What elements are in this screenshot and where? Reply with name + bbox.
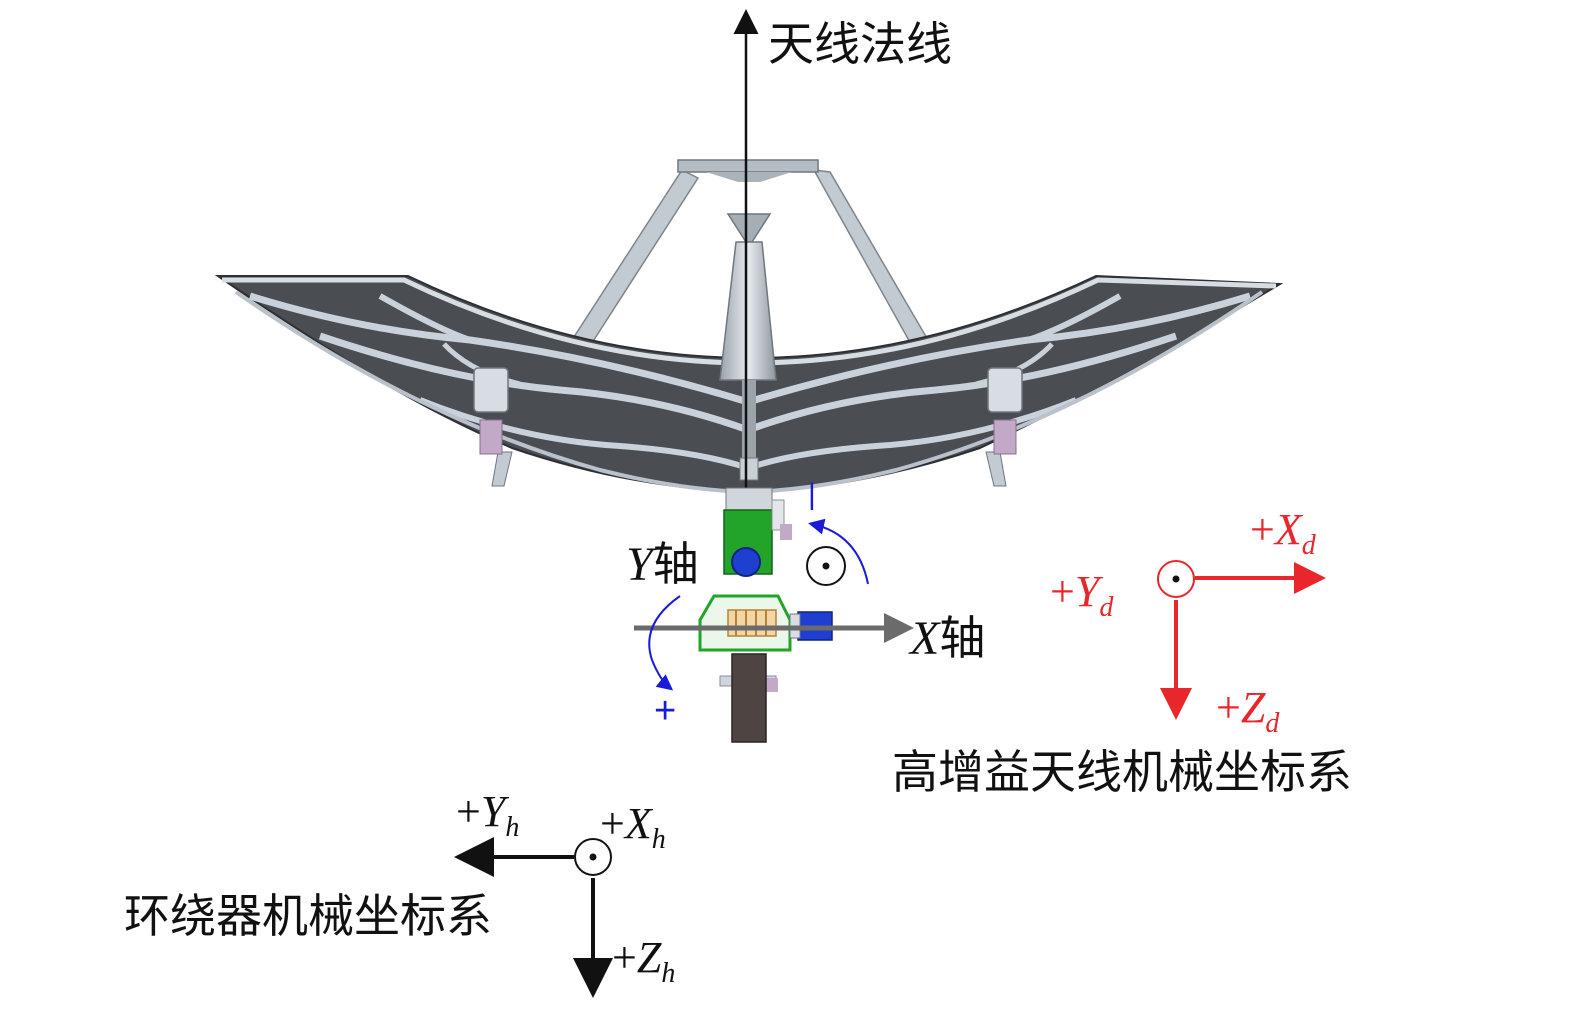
hga-y-var: Y xyxy=(1074,567,1100,616)
y-rotation-arrow xyxy=(808,518,869,585)
tripod-struts xyxy=(570,159,930,347)
hga-z-sign: + xyxy=(1216,683,1241,732)
hga-y-sign: + xyxy=(1050,567,1075,616)
y-axis-out-of-page-symbol xyxy=(806,546,846,586)
x-rotation-arrow xyxy=(648,595,681,691)
orbiter-y-sign: + xyxy=(456,787,481,836)
antenna-structure xyxy=(214,159,1284,495)
orbiter-coordinate-frame xyxy=(454,837,613,998)
negative-rotation-sign: | xyxy=(808,478,816,511)
hga-coordinate-frame xyxy=(1157,560,1326,720)
orbiter-x-label: +Xh xyxy=(600,798,666,856)
orbiter-y-label: +Yh xyxy=(456,786,519,844)
orbiter-x-var: X xyxy=(624,799,652,848)
mounting-boom xyxy=(731,653,767,743)
hga-x-sign: + xyxy=(1250,505,1275,554)
hga-x-sub: d xyxy=(1301,530,1316,561)
y-axis-var: Y xyxy=(626,538,653,591)
y-axis-suffix: 轴 xyxy=(652,537,699,591)
hga-y-sub: d xyxy=(1099,592,1114,623)
orbiter-y-var: Y xyxy=(480,787,506,836)
hga-frame-title: 高增益天线机械坐标系 xyxy=(892,745,1352,799)
orbiter-x-sub: h xyxy=(651,824,666,855)
x-axis-var: X xyxy=(910,612,940,665)
hga-z-sub: d xyxy=(1265,708,1280,739)
hga-z-var: Z xyxy=(1240,683,1266,732)
orbiter-z-sub: h xyxy=(661,958,676,989)
orbiter-y-sub: h xyxy=(505,812,520,843)
gimbal-assembly xyxy=(698,487,833,743)
orbiter-z-label: +Zh xyxy=(612,932,675,990)
y-axis-label: Y轴 xyxy=(626,528,699,594)
orbiter-frame-title: 环绕器机械坐标系 xyxy=(124,889,492,943)
orbiter-x-sign: + xyxy=(600,799,625,848)
hga-y-label: +Yd xyxy=(1050,566,1113,624)
orbiter-z-sign: + xyxy=(612,933,637,982)
hga-x-label: +Xd xyxy=(1250,504,1316,562)
orbiter-z-var: Z xyxy=(636,933,662,982)
hga-x-var: X xyxy=(1274,505,1302,554)
x-axis-suffix: 轴 xyxy=(939,611,986,665)
antenna-normal-label: 天线法线 xyxy=(768,17,952,71)
y-axis-motor xyxy=(731,547,761,577)
positive-rotation-sign: + xyxy=(654,690,677,732)
hga-z-label: +Zd xyxy=(1216,682,1279,740)
x-axis-label: X轴 xyxy=(910,602,985,668)
